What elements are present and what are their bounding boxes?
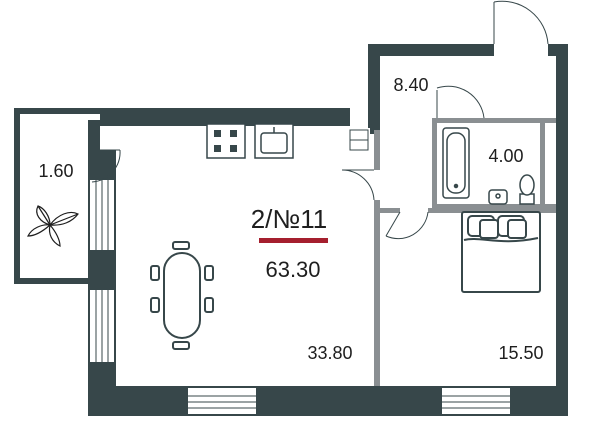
toilet-icon	[519, 174, 535, 205]
dining-table-icon	[150, 241, 214, 350]
stove-icon	[206, 123, 246, 159]
windows	[90, 128, 510, 414]
total-area: 63.30	[265, 257, 320, 282]
room-area-bedroom: 15.50	[498, 343, 543, 363]
double-bed-icon	[461, 211, 541, 293]
accent-bar	[259, 238, 328, 243]
room-area-bathroom: 4.00	[488, 146, 523, 166]
room-area-living-kitchen: 33.80	[307, 343, 352, 363]
apartment-label: 2/№11	[251, 204, 328, 234]
room-area-hall: 8.40	[393, 75, 428, 95]
room-area-balcony: 1.60	[38, 161, 73, 181]
doors	[88, 0, 549, 240]
washbasin-icon	[488, 189, 508, 205]
kitchen-sink-icon	[254, 123, 294, 159]
interior-partitions	[374, 118, 556, 386]
plant-icon	[27, 205, 79, 247]
bathtub-icon	[442, 127, 470, 199]
